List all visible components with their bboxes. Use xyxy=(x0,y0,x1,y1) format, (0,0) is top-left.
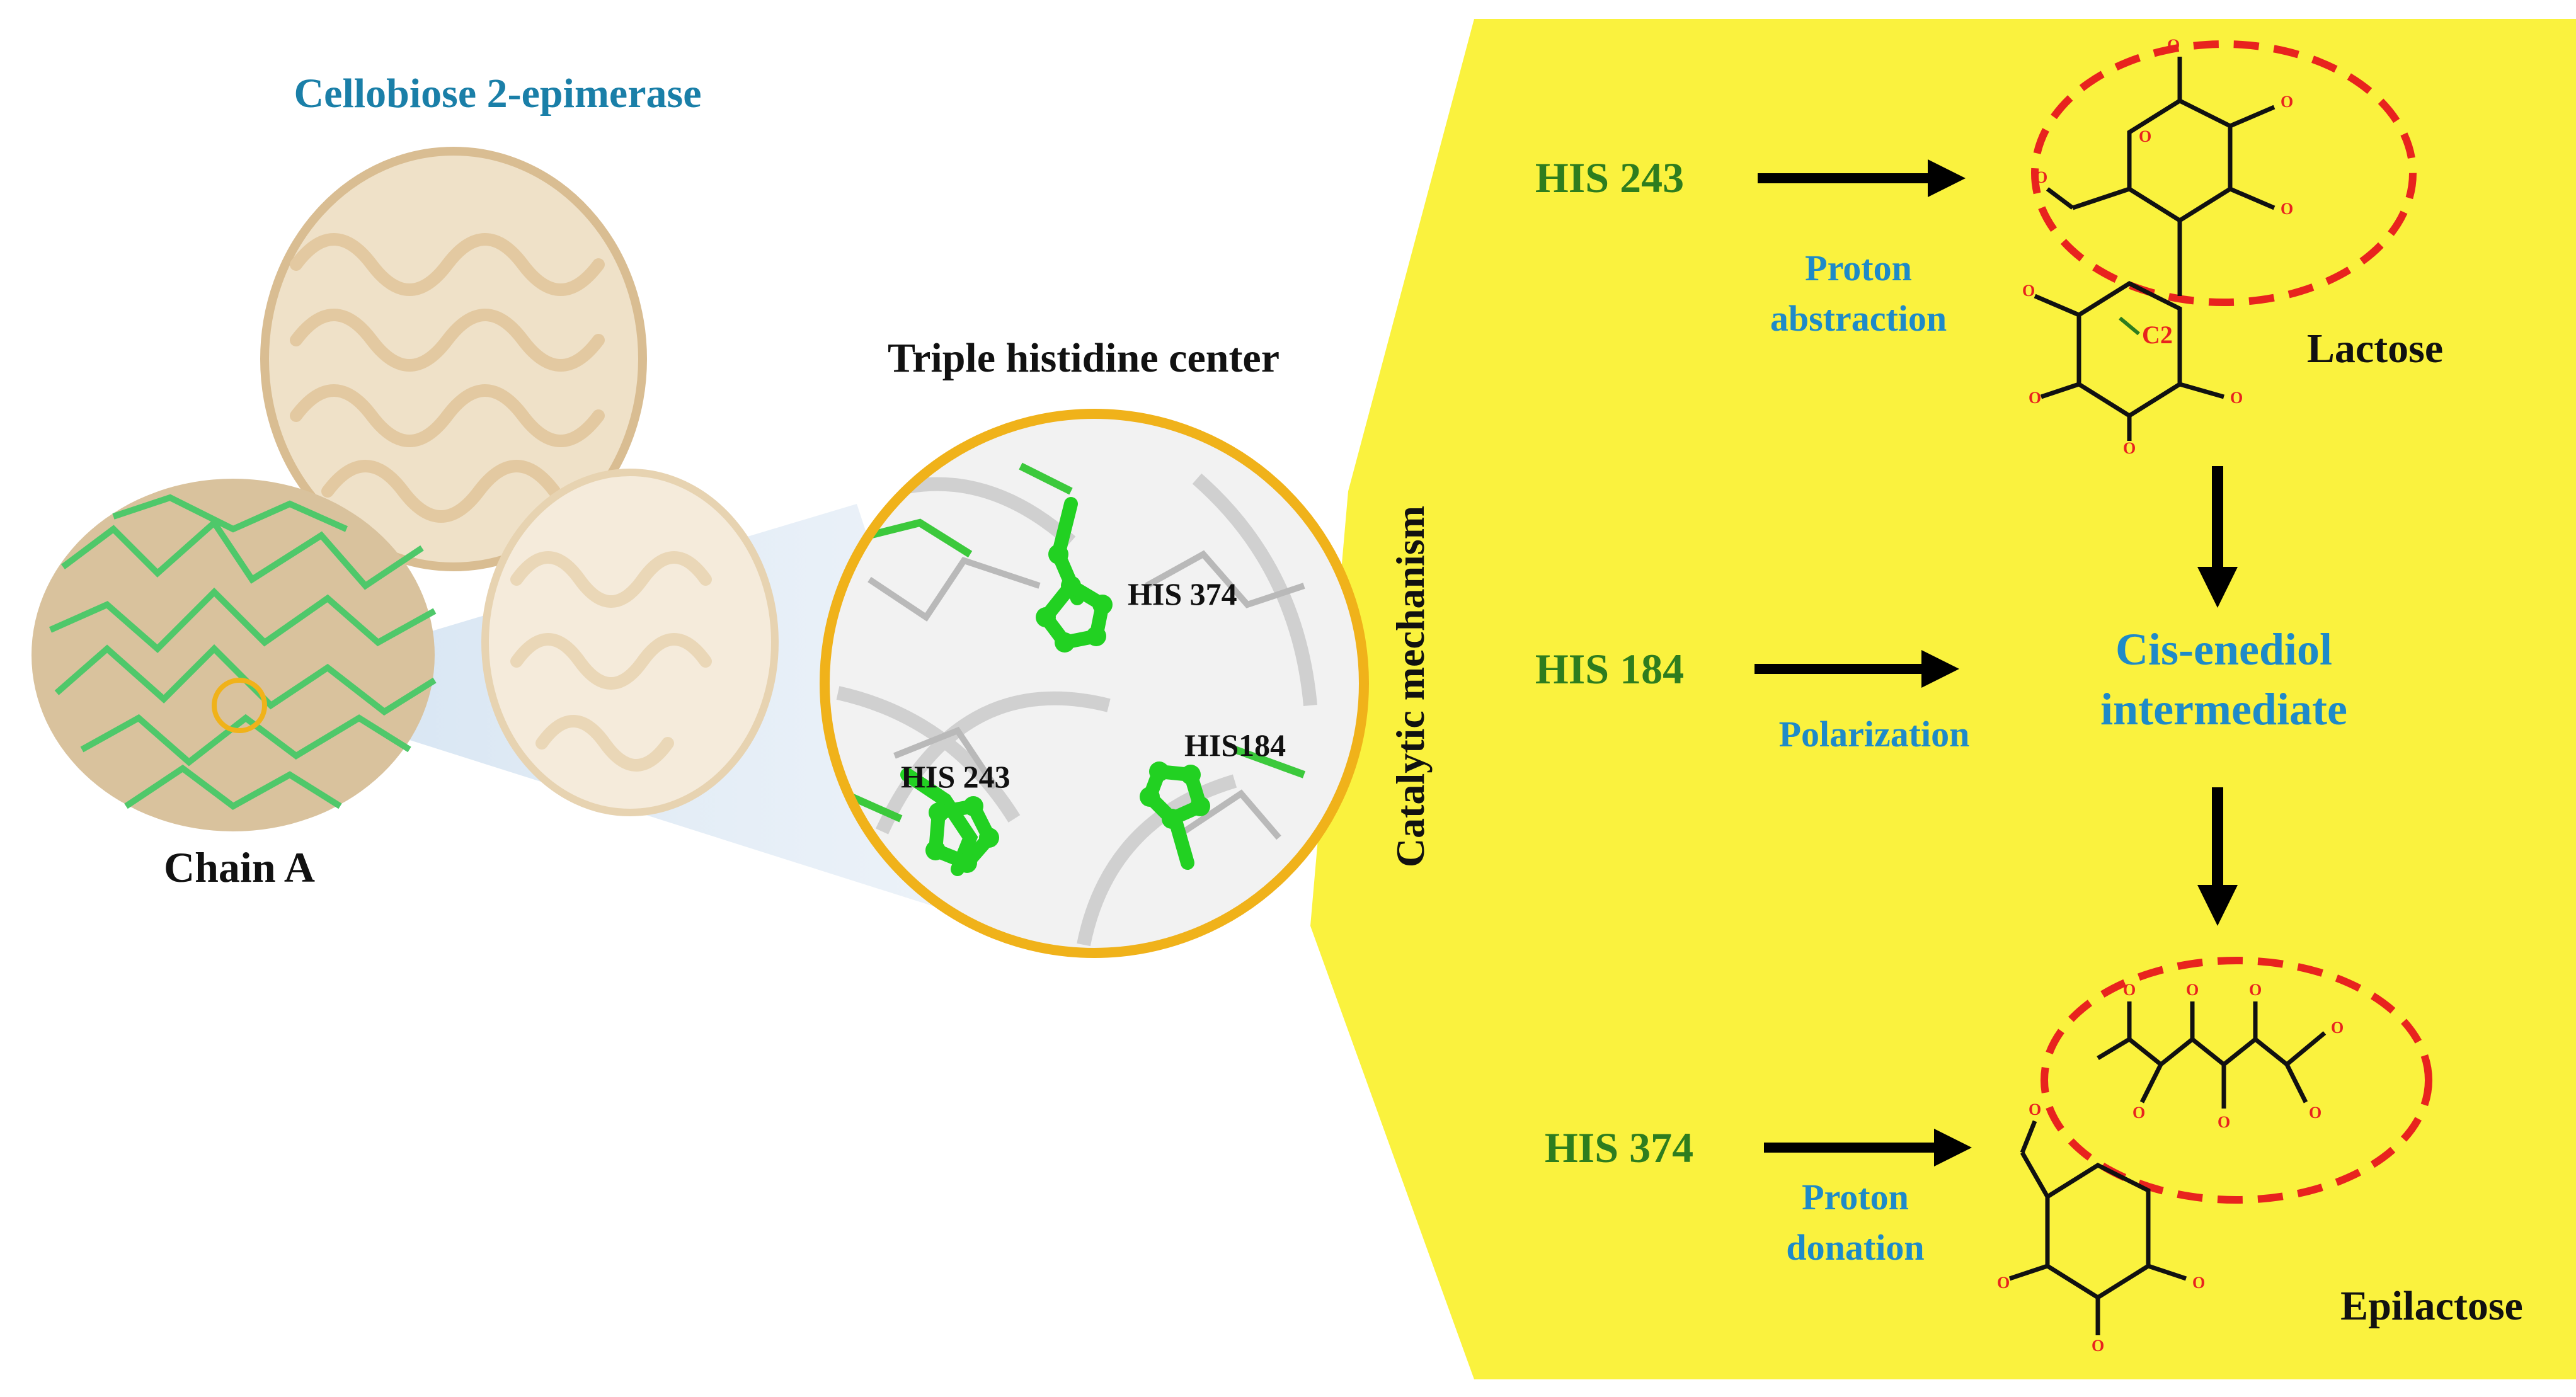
svg-text:O: O xyxy=(2035,168,2047,186)
zoom-label-his374: HIS 374 xyxy=(1128,576,1237,612)
svg-text:O: O xyxy=(2139,127,2151,145)
step-3-arrow xyxy=(1764,1129,1972,1166)
down-arrow-2 xyxy=(2197,787,2238,926)
svg-text:O: O xyxy=(1997,1274,2010,1292)
mechanism-panel xyxy=(1310,19,2576,1379)
enzyme-title: Cellobiose 2-epimerase xyxy=(294,71,701,117)
step-2-arrow xyxy=(1755,650,1959,688)
c2-label: C2 xyxy=(2142,321,2173,349)
svg-text:O: O xyxy=(2123,439,2136,457)
step-3-residue: HIS 374 xyxy=(1545,1124,1693,1172)
step-2-action-line1: Polarization xyxy=(1779,714,1970,755)
svg-text:O: O xyxy=(2281,200,2293,218)
svg-text:O: O xyxy=(2029,1100,2041,1119)
chain-a-structure xyxy=(31,479,437,831)
zoom-label-his243: HIS 243 xyxy=(901,759,1010,794)
svg-text:O: O xyxy=(2123,981,2136,999)
step-1-action-line1: Proton xyxy=(1805,248,1912,288)
step-1-action-line2: abstraction xyxy=(1770,298,1947,339)
svg-text:O: O xyxy=(2022,282,2035,300)
svg-text:O: O xyxy=(2167,36,2180,54)
lactose-structure: O O O O O O O O O C2 xyxy=(2022,36,2417,457)
svg-text:O: O xyxy=(2218,1113,2230,1131)
svg-text:O: O xyxy=(2281,93,2293,111)
lactose-highlight-ellipse xyxy=(2031,40,2417,306)
svg-text:O: O xyxy=(2249,981,2262,999)
intermediate-line2: intermediate xyxy=(2100,684,2347,734)
step-3-action-line1: Proton xyxy=(1802,1177,1909,1217)
intermediate-line1: Cis-enediol xyxy=(2115,624,2332,675)
down-arrow-1 xyxy=(2197,466,2238,608)
lactose-label: Lactose xyxy=(2307,326,2443,372)
mechanism-label: Catalytic mechanism xyxy=(1388,506,1433,867)
svg-text:O: O xyxy=(2331,1018,2344,1037)
step-3-action-line2: donation xyxy=(1786,1227,1924,1268)
svg-text:O: O xyxy=(2029,389,2041,407)
epilactose-structure: O O O O O O O O O O O xyxy=(1997,957,2432,1355)
step-1-residue: HIS 243 xyxy=(1535,154,1684,202)
protein-tan-subunit xyxy=(260,147,779,816)
epilactose-label: Epilactose xyxy=(2340,1283,2523,1329)
chain-a-label: Chain A xyxy=(164,843,315,891)
epilactose-highlight-ellipse xyxy=(2041,957,2432,1204)
step-2-residue: HIS 184 xyxy=(1535,645,1684,693)
svg-text:O: O xyxy=(2132,1103,2145,1122)
svg-text:O: O xyxy=(2092,1337,2104,1355)
svg-text:O: O xyxy=(2309,1103,2321,1122)
zoom-label-his184: HIS184 xyxy=(1184,727,1286,763)
svg-text:O: O xyxy=(2230,389,2243,407)
center-title: Triple histidine center xyxy=(888,335,1279,381)
zoom-circle xyxy=(820,409,1369,958)
step-1-arrow xyxy=(1758,159,1966,197)
svg-text:O: O xyxy=(2186,981,2199,999)
svg-text:O: O xyxy=(2192,1274,2205,1292)
